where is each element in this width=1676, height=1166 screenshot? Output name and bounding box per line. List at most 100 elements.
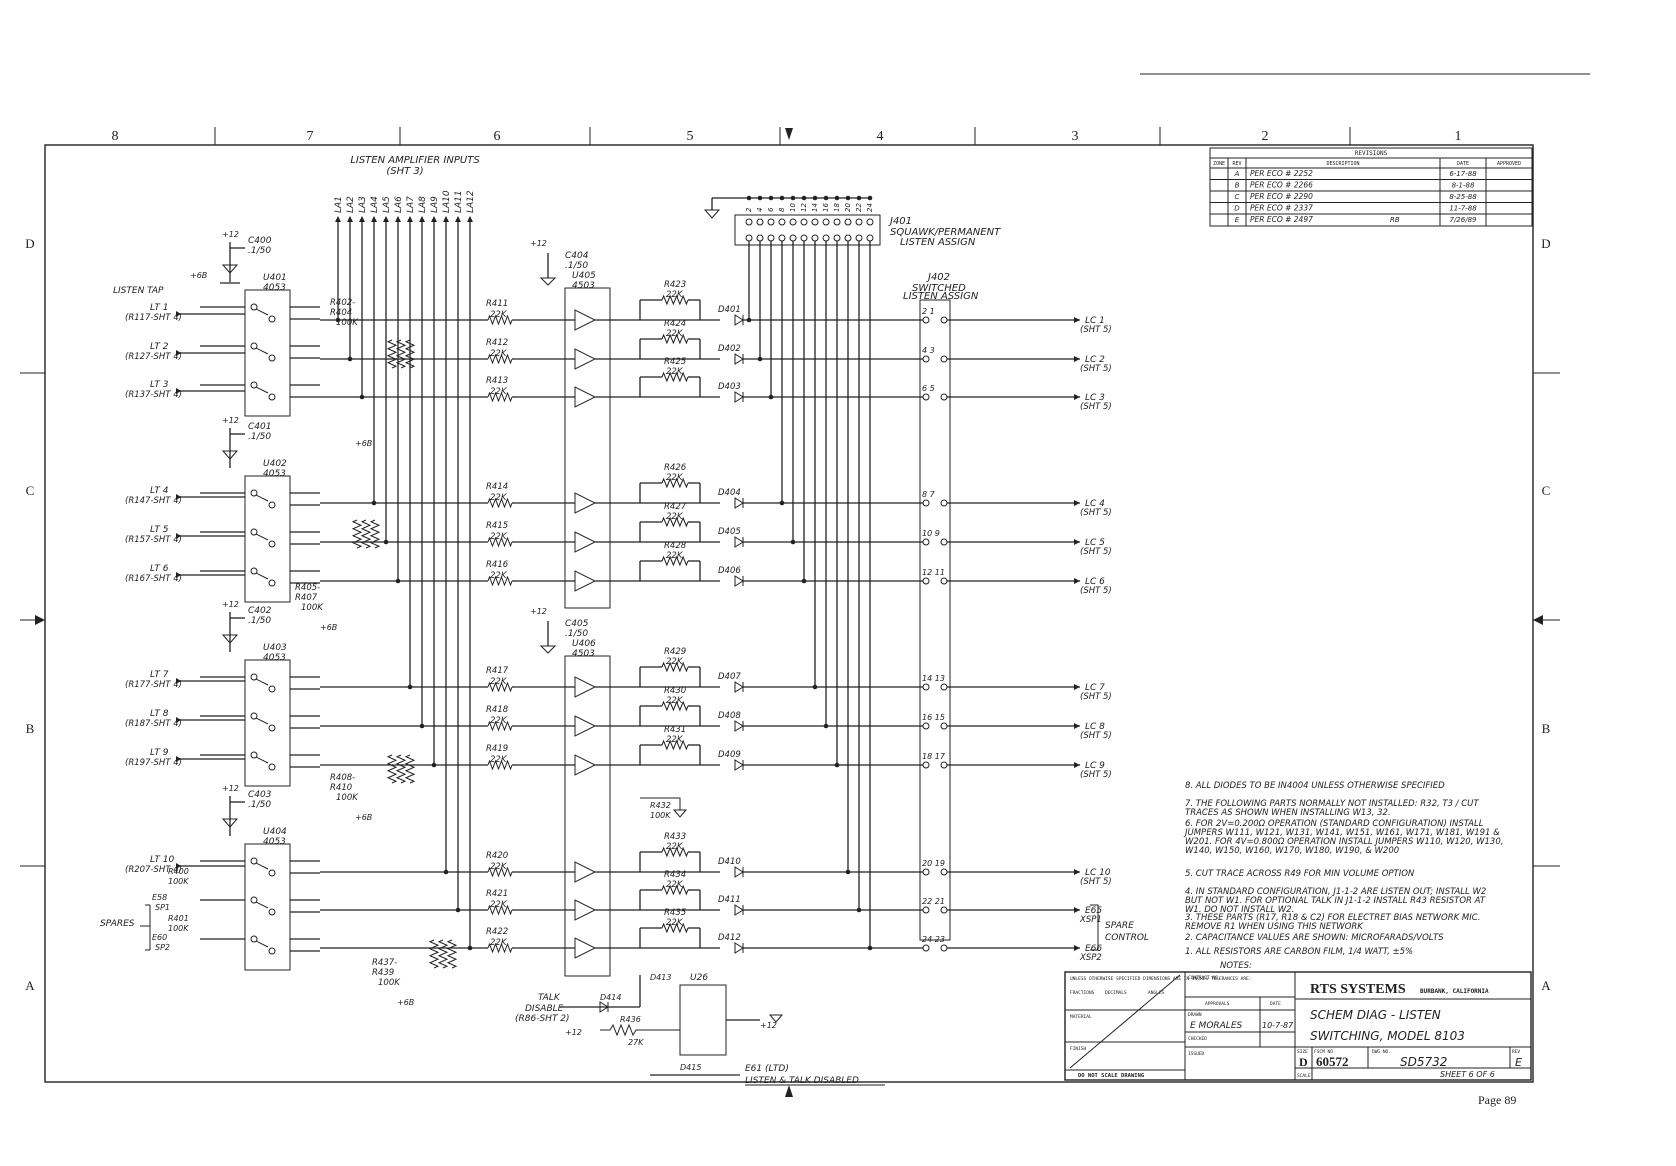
diode: [734, 904, 744, 916]
zone-row-left-D: D: [25, 236, 34, 251]
rev-C-date: 8-25-88: [1449, 193, 1477, 201]
amp-triangle: [574, 570, 597, 592]
j402-pins: 22 21: [922, 897, 945, 906]
j402-pins: 18 17: [922, 752, 946, 761]
output-label: LC 6: [1085, 577, 1105, 587]
la-input-label: LA10: [442, 190, 452, 213]
tb-fractions: FRACTIONS: [1070, 990, 1095, 996]
j402-pins: 20 19: [922, 859, 945, 868]
rin-value: 22K: [490, 900, 508, 910]
rin-label: R422: [486, 927, 508, 937]
rfb-label: R428: [664, 541, 687, 551]
rin-label: R418: [486, 705, 509, 715]
listen-tap-supply: +6B: [190, 271, 207, 280]
amp-1-capval: .1/50: [565, 629, 588, 639]
diode-label: D406: [718, 566, 741, 576]
la-input-label: LA7: [406, 196, 416, 213]
rfb-value: 22K: [666, 551, 684, 561]
j401-pin-8: 8: [778, 207, 786, 212]
rin-label: R413: [486, 376, 508, 386]
output-sheet: (SHT 5): [1080, 508, 1112, 518]
output-sheet: (SHT 5): [1080, 731, 1112, 741]
rfb-label: R425: [664, 357, 686, 367]
rfb-label: R430: [664, 686, 686, 696]
j401-pin-24: 24: [866, 203, 874, 212]
tb-location: BURBANK, CALIFORNIA: [1420, 988, 1489, 995]
rev-E-desc: PER ECO # 2497: [1250, 215, 1313, 224]
diode: [734, 720, 744, 732]
zone-row-right-D: D: [1541, 236, 1550, 251]
ic-3-capval: .1/50: [248, 800, 271, 810]
output-sheet: (SHT 5): [1080, 770, 1112, 780]
rev-col-rev: REV: [1232, 161, 1241, 167]
ic-1-part: 4053: [263, 469, 286, 479]
e58-label: E58: [152, 893, 167, 902]
ic-1-name: U402: [263, 459, 287, 469]
output-label: LC 9: [1085, 761, 1105, 771]
output-sheet: (SHT 5): [1080, 586, 1112, 596]
page-number: Page 89: [1478, 1093, 1516, 1107]
note-4: 4. IN STANDARD CONFIGURATION, J1-1-2 ARE…: [1185, 887, 1486, 915]
diode-label: D402: [718, 344, 741, 354]
tb-drawn: DRAWN: [1188, 1012, 1202, 1018]
rev-col-zone: ZONE: [1213, 161, 1225, 167]
ic-2-cap: C402: [248, 606, 272, 616]
la-input-label: LA1: [334, 196, 344, 213]
zone-col-3: 3: [1072, 129, 1079, 144]
j402-pins: 6 5: [922, 384, 935, 393]
diode-label: D412: [718, 933, 741, 943]
rnet-0-supply: +6B: [355, 439, 372, 448]
ic-0-part: 4053: [263, 283, 286, 293]
rev-D-letter: D: [1234, 205, 1240, 213]
la-input-label: LA11: [454, 190, 464, 213]
amp-triangle: [574, 348, 597, 370]
zone-col-1: 1: [1455, 129, 1462, 144]
j402-pins: 10 9: [922, 529, 940, 538]
rev-col-date: DATE: [1457, 161, 1469, 167]
lt-input-2: LT 2: [150, 342, 169, 352]
rfb-label: R431: [664, 725, 686, 735]
lt-inputs: LT 1(R117-SHT 4)LT 2(R127-SHT 4)LT 3(R13…: [125, 303, 245, 875]
tb-title2: SWITCHING, MODEL 8103: [1310, 1029, 1465, 1043]
diode: [734, 536, 744, 548]
j401-pin-18: 18: [833, 203, 841, 212]
output-sheet: XSP1: [1079, 915, 1102, 925]
u26-label: U26: [690, 973, 708, 983]
la-input-label: LA8: [418, 196, 428, 213]
rfb-label: R435: [664, 908, 686, 918]
diode: [734, 353, 744, 365]
rev-D-date: 11-7-88: [1449, 205, 1477, 213]
listen-tap-label: LISTEN TAP: [113, 286, 164, 296]
rin-label: R421: [486, 889, 508, 899]
talk-disable-label3: (R86-SHT 2): [515, 1014, 570, 1024]
amp-triangle: [574, 309, 597, 331]
rnet-0-value: 100K: [336, 318, 359, 328]
amp-triangle: [574, 899, 597, 921]
rnet-1-name2: R407: [295, 593, 318, 603]
rnet-2-name: R408-: [330, 773, 355, 783]
j401-desc2: LISTEN ASSIGN: [900, 237, 976, 248]
note-7: 7. THE FOLLOWING PARTS NORMALLY NOT INST…: [1185, 799, 1479, 818]
rin-value: 22K: [490, 310, 508, 320]
rnet-0-name2: R404: [330, 308, 352, 318]
r436-value: 27K: [628, 1038, 644, 1047]
tb-issued: ISSUED: [1188, 1051, 1205, 1057]
diode: [734, 942, 744, 954]
spares-label: SPARES: [100, 919, 135, 929]
rnet-2-name2: R410: [330, 783, 352, 793]
rfb-value: 22K: [666, 367, 684, 377]
rev-B-desc: PER ECO # 2266: [1250, 181, 1313, 190]
ic-3-name: U404: [263, 827, 287, 837]
rin-value: 22K: [490, 755, 508, 765]
rev-E-date: 7/26/89: [1450, 216, 1478, 224]
tb-finish: FINISH: [1070, 1046, 1087, 1052]
rev-col-desc: DESCRIPTION: [1326, 161, 1359, 167]
j401-pin-4: 4: [756, 208, 764, 212]
rin-value: 22K: [490, 493, 508, 503]
amp-0-name: U405: [572, 271, 596, 281]
